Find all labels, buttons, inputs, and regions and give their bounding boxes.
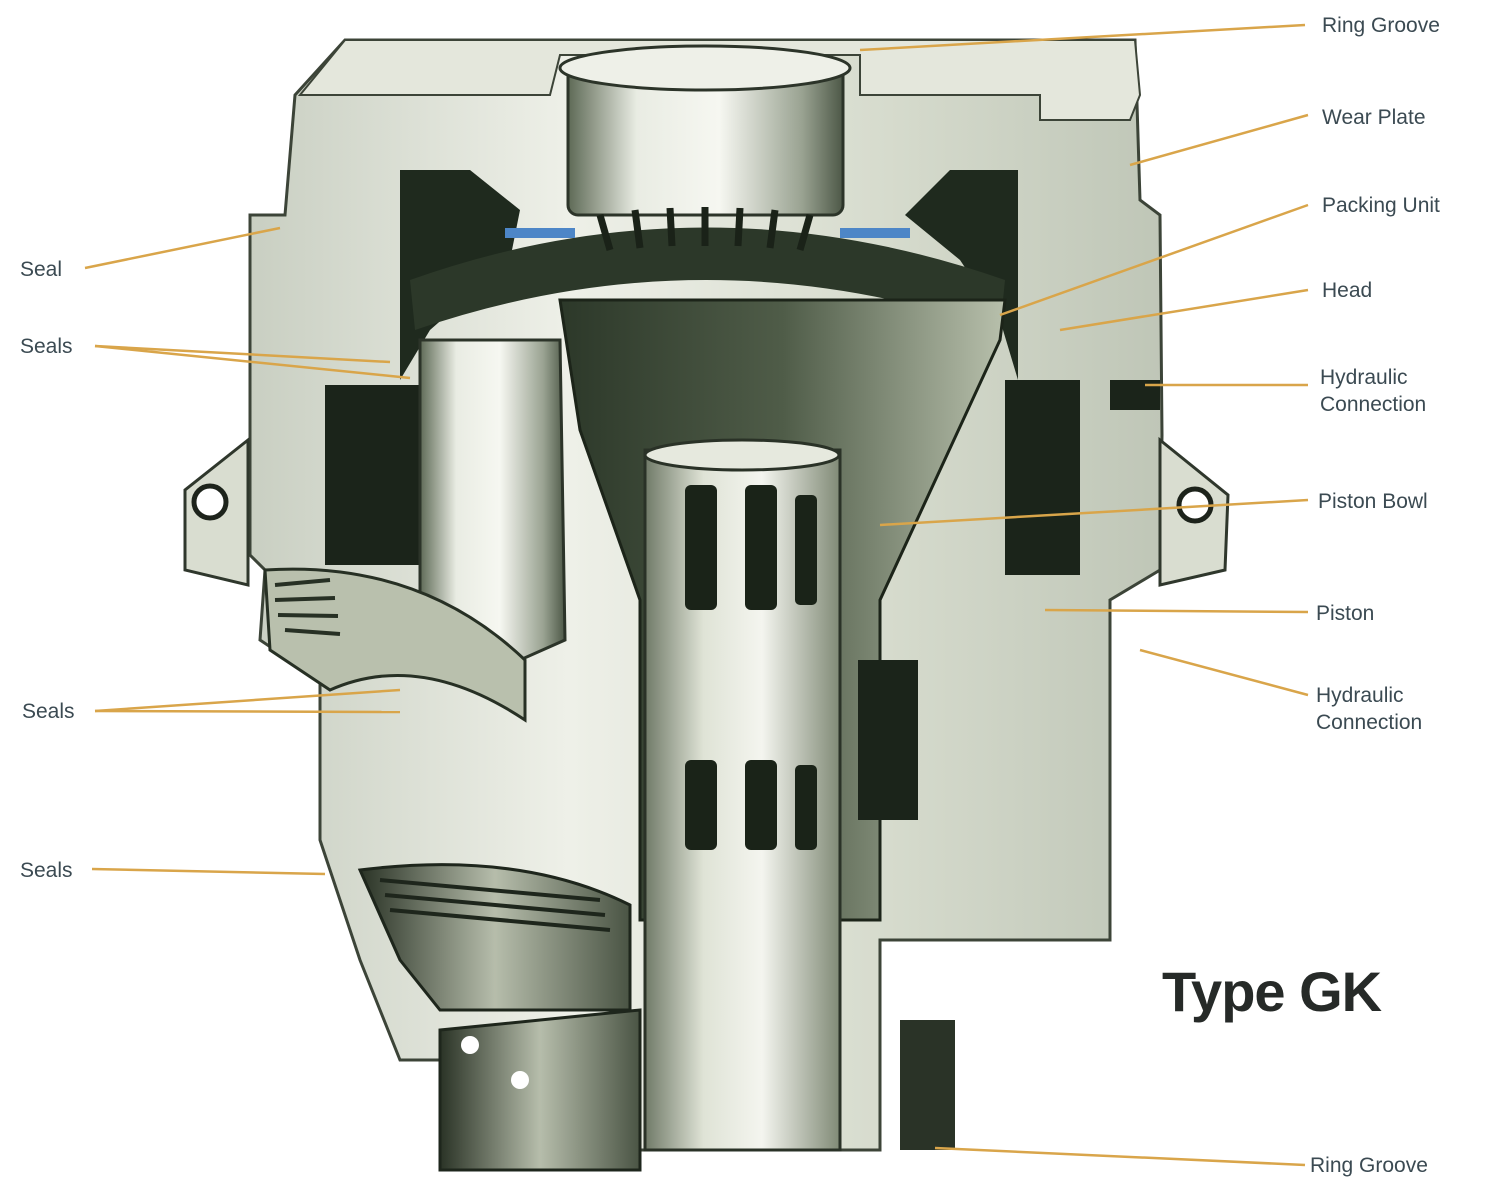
label-seals-lower: Seals xyxy=(20,859,73,882)
lower-flange-ribs xyxy=(379,878,611,932)
label-hydraulic-connection-upper: Hydraulic Connection xyxy=(1320,366,1427,416)
label-head: Head xyxy=(1322,279,1373,302)
label-packing-unit: Packing Unit xyxy=(1322,194,1440,217)
mandrel-slots xyxy=(685,485,817,850)
bottom-flange-hole xyxy=(461,1036,479,1054)
ring-groove-bottom-part xyxy=(900,1020,955,1150)
packing-seal-left xyxy=(505,228,575,238)
label-piston-bowl: Piston Bowl xyxy=(1318,490,1428,513)
lower-bowl xyxy=(263,567,527,723)
packing-seal-right xyxy=(840,228,910,238)
left-lug-hole xyxy=(191,483,229,521)
label-wear-plate: Wear Plate xyxy=(1322,106,1426,129)
bottom-flange-hole-2 xyxy=(511,1071,529,1089)
label-ring-groove-top: Ring Groove xyxy=(1322,14,1440,37)
label-seals-upper: Seals xyxy=(20,335,73,358)
right-inner-block xyxy=(858,660,918,820)
label-hydraulic-connection-lower: Hydraulic Connection xyxy=(1316,684,1423,734)
lower-bowl-ribs xyxy=(274,578,341,636)
leader-lines xyxy=(84,23,1309,1167)
lower-flange xyxy=(357,863,632,1012)
bottom-flange xyxy=(438,1008,642,1172)
left-chamber xyxy=(325,385,420,565)
right-chamber xyxy=(1005,380,1080,575)
label-piston: Piston xyxy=(1316,602,1375,625)
mandrel-top xyxy=(643,438,841,472)
packing-fingers xyxy=(596,207,814,251)
label-seal: Seal xyxy=(20,258,63,281)
label-seals-middle: Seals xyxy=(22,700,75,723)
top-cylinder-rim xyxy=(558,44,852,92)
packing-unit xyxy=(410,227,1005,330)
top-cap xyxy=(297,39,1142,121)
diagram-title: Type GK xyxy=(1162,960,1382,1023)
label-ring-groove-bottom: Ring Groove xyxy=(1310,1154,1428,1177)
head-right-block xyxy=(905,170,1018,380)
